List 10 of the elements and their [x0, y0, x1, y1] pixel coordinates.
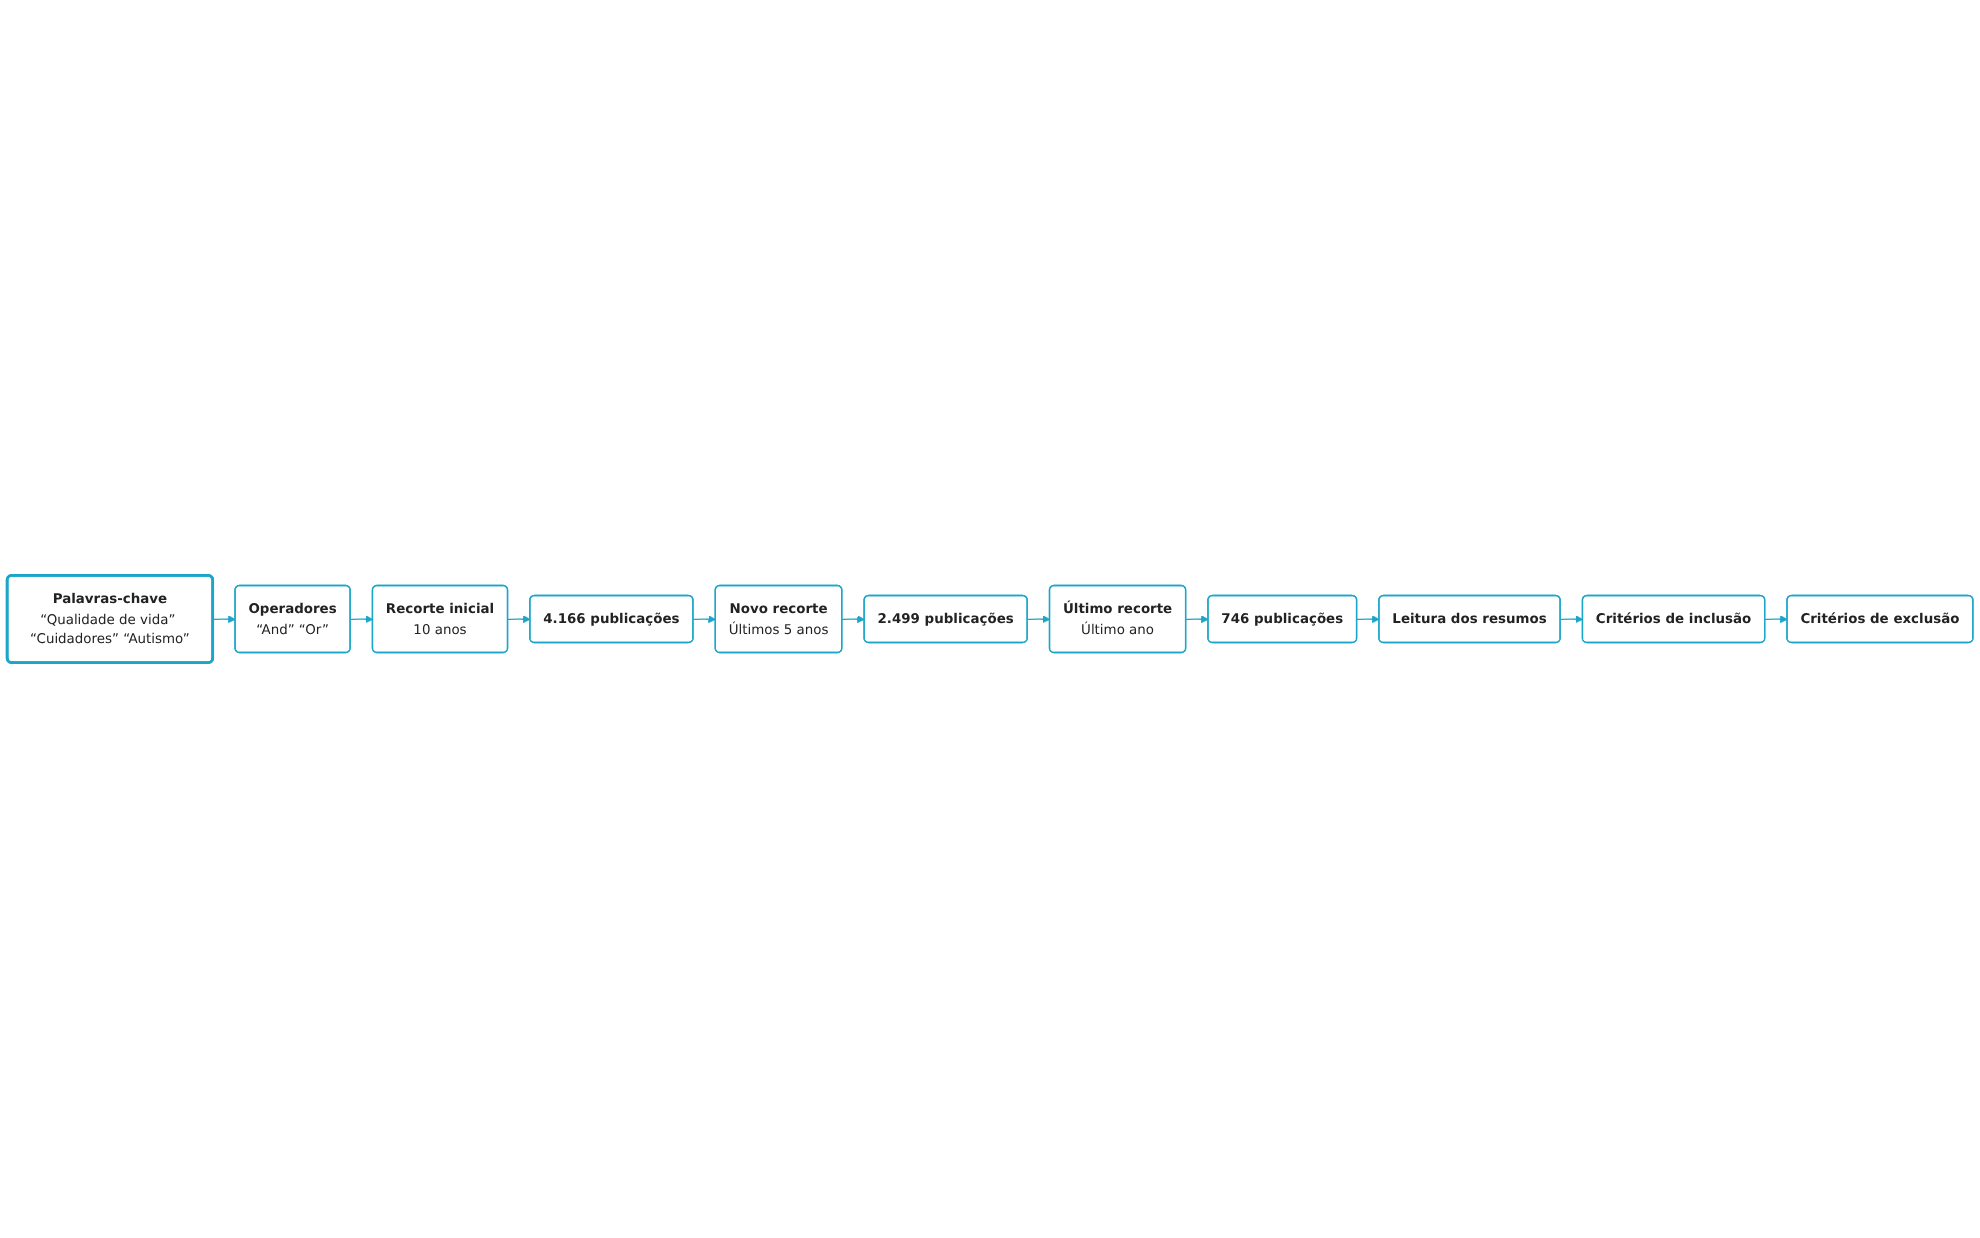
arrow — [692, 615, 717, 624]
arrow — [1559, 615, 1584, 624]
arrow — [349, 615, 374, 624]
arrow — [1764, 615, 1788, 624]
arrow — [841, 615, 865, 624]
arrow — [212, 615, 236, 624]
arrow — [1026, 615, 1051, 624]
arrow — [507, 615, 531, 624]
arrow — [1185, 615, 1209, 624]
arrow — [1356, 615, 1380, 624]
